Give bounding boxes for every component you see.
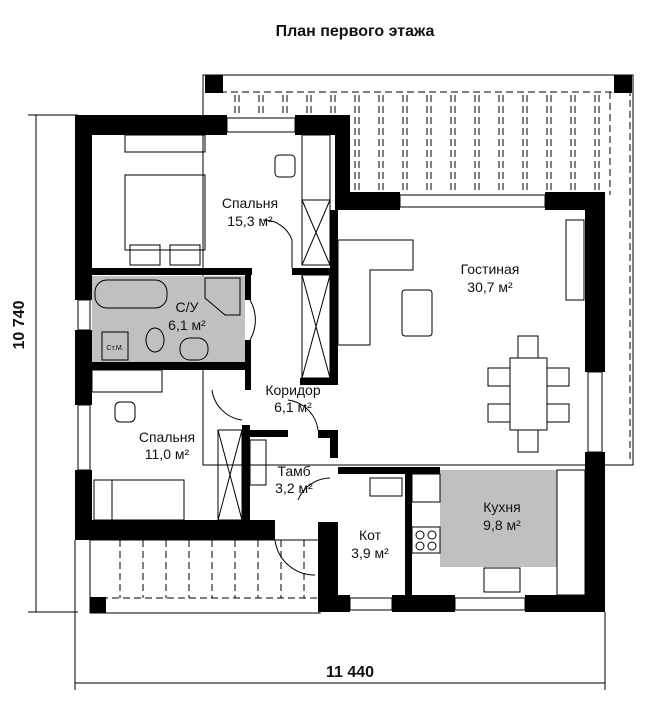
- room-name: Спальня: [222, 195, 278, 211]
- room-area: 15,3 м²: [227, 213, 273, 229]
- furniture: Ст.М.: [91, 134, 586, 596]
- terrace-joist: [474, 95, 480, 192]
- room-name: Кот: [359, 527, 382, 543]
- terrace-joist: [402, 95, 408, 192]
- room-area: 11,0 м²: [145, 446, 190, 462]
- terrace-joist: [258, 95, 264, 115]
- room-name: Тамб: [277, 463, 310, 479]
- terrace-joist: [354, 95, 360, 192]
- room-name: Спальня: [139, 429, 195, 445]
- width-dimension: 11 440: [326, 664, 374, 681]
- terrace-joist: [570, 95, 576, 192]
- room-name: Гостиная: [461, 261, 520, 277]
- kitchen-floor: [440, 470, 557, 567]
- terrace-joist: [450, 95, 456, 192]
- terrace-joist: [522, 95, 528, 192]
- room-area: 3,9 м²: [351, 545, 389, 561]
- terrace-joist: [498, 95, 504, 192]
- terrace-joist: [594, 95, 600, 192]
- room-name: С/У: [176, 299, 199, 315]
- walls: [75, 115, 605, 612]
- windows: [77, 117, 603, 611]
- terrace-joist: [234, 95, 240, 115]
- room-area: 6,1 м²: [168, 317, 206, 333]
- height-dimension: 10 740: [11, 300, 28, 349]
- room-area: 3,2 м²: [275, 480, 313, 496]
- plan-title: План первого этажа: [276, 23, 435, 40]
- room-area: 9,8 м²: [483, 517, 521, 533]
- terrace-joist: [306, 95, 312, 115]
- bathroom-floor: [92, 276, 245, 362]
- room-labels: Спальня 15,3 м² С/У 6,1 м² Гостиная 30,7…: [139, 195, 521, 561]
- terrace-joist: [378, 95, 384, 192]
- terrace-bottom: [89, 539, 321, 614]
- terrace-top: [202, 74, 634, 466]
- washer-label: Ст.М.: [106, 345, 123, 352]
- terrace-joist: [426, 95, 432, 192]
- dimension-width: 11 440: [74, 540, 606, 690]
- room-area: 6,1 м²: [274, 399, 312, 415]
- room-name: Коридор: [265, 382, 321, 398]
- terrace-joist: [330, 95, 336, 115]
- dimension-height: 10 740: [11, 114, 78, 613]
- terrace-joist: [546, 95, 552, 192]
- terrace-joist: [282, 95, 288, 115]
- room-name: Кухня: [483, 499, 520, 515]
- room-area: 30,7 м²: [467, 279, 513, 295]
